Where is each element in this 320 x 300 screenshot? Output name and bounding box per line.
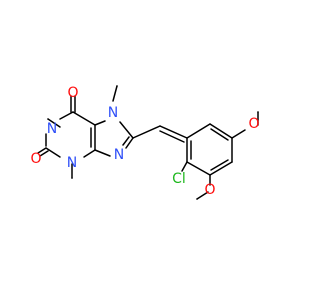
bond-ar5-ar6 [186, 161, 211, 176]
bond-ar2-ar3-inner [210, 128, 229, 141]
bond-ca-cb [159, 125, 188, 139]
atom-n3: N [67, 155, 77, 171]
atom-n1: N [47, 121, 57, 137]
atom-o6: O [67, 85, 78, 101]
bond-c6-n1 [59, 111, 74, 120]
atom-cl: Cl [172, 171, 186, 187]
bond-c8-ca [132, 125, 161, 139]
bond-ar4-ar5 [209, 161, 233, 176]
atom-n7: N [108, 105, 118, 121]
atom-o2: O [30, 151, 41, 167]
bond-c6-c5 [72, 111, 96, 126]
bond-n3-c4 [83, 149, 96, 158]
bond-n9-c4 [94, 149, 111, 157]
bond-ar1-ar2 [186, 123, 211, 139]
bond-ar2-ar3 [209, 123, 233, 139]
bond-c8-n9-inner [122, 136, 130, 146]
bond-c2-o2-b [39, 150, 49, 157]
bond-n7-me7 [112, 85, 118, 102]
molecule-drawing: O N N O N N O O Cl [30, 85, 260, 200]
bond-ar6-cl [181, 161, 188, 172]
atom-label-layer: O N N O N N O O Cl [30, 85, 259, 198]
bond-ar3-o4 [231, 129, 246, 139]
bond-n1-me1 [47, 118, 61, 128]
structure-canvas: O N N O N N O O Cl [30, 85, 260, 200]
methyl-layer [47, 85, 259, 200]
bond-c2-n3 [45, 147, 61, 158]
bond-ca-cb-inner [159, 130, 185, 143]
bond-n7-c8 [119, 121, 134, 139]
bond-o3-me3o [196, 191, 209, 200]
bond-ar4-ar5-inner [210, 159, 229, 171]
atom-o4: O [248, 116, 259, 132]
atom-o3: O [204, 182, 215, 198]
atom-n9: N [114, 147, 124, 163]
bond-c5-n7 [94, 120, 106, 126]
bond-c8-n9 [125, 137, 134, 149]
bond-c2-o2-a [37, 147, 47, 154]
bond-layer [37, 85, 259, 200]
